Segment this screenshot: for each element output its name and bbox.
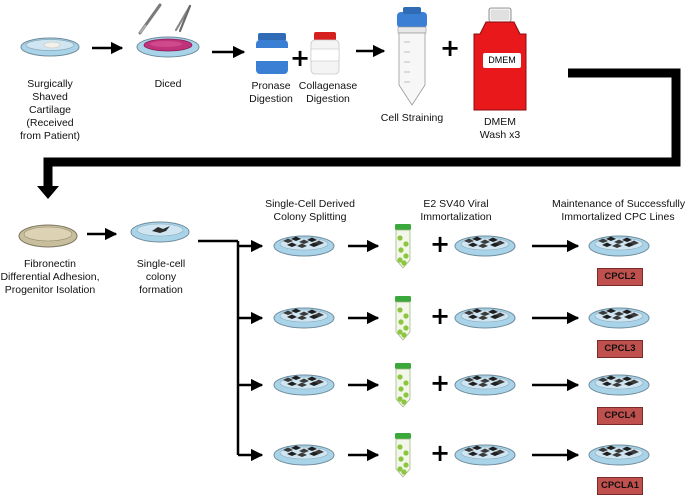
branch-lines <box>198 239 240 455</box>
fibronectin-dish-icon <box>18 224 78 248</box>
virus-tube-icon-2 <box>395 296 411 341</box>
scalpel-icon <box>138 3 162 35</box>
virus-tube-icon-1 <box>395 224 411 269</box>
dmem-bottle-label: DMEM <box>483 53 521 68</box>
collagenase-jar-icon <box>310 32 340 75</box>
immortalized-dish-1 <box>454 235 516 257</box>
split-colony-dish-2 <box>273 307 335 329</box>
single-cell-colony-dish-icon <box>130 221 190 243</box>
immortalized-dish-3 <box>454 374 516 396</box>
maintained-dish-1 <box>588 235 650 257</box>
split-colony-dish-4 <box>273 444 335 466</box>
connector-arrow <box>37 68 681 199</box>
diced-dish-icon <box>136 36 200 58</box>
plus-sign-top-1: + <box>290 44 311 72</box>
plus-sign-row-2: + <box>430 302 451 330</box>
cell-line-label-1: CPCL2 <box>597 268 643 286</box>
split-colony-dish-3 <box>273 374 335 396</box>
label-diced: Diced <box>154 78 182 90</box>
cell-strainer-tube-icon <box>397 7 427 106</box>
colony-rows <box>238 224 650 478</box>
pronase-jar-icon <box>256 33 288 74</box>
cell-line-label-2: CPCL3 <box>597 340 643 358</box>
plus-sign-row-1: + <box>430 230 451 258</box>
virus-tube-icon-3 <box>395 363 411 408</box>
virus-tube-icon-4 <box>395 433 411 478</box>
forceps-icon <box>174 4 192 33</box>
split-colony-dish-1 <box>273 235 335 257</box>
plus-sign-top-2: + <box>440 34 461 62</box>
plus-sign-row-3: + <box>430 369 451 397</box>
maintained-dish-4 <box>588 444 650 466</box>
immortalized-dish-4 <box>454 444 516 466</box>
plus-sign-row-4: + <box>430 439 451 467</box>
cartilage-dish-icon <box>20 37 80 57</box>
cell-line-label-4: CPCLA1 <box>597 477 643 495</box>
cell-line-label-3: CPCL4 <box>597 407 643 425</box>
maintained-dish-3 <box>588 374 650 396</box>
label-straining: Cell Straining <box>380 112 444 124</box>
maintained-dish-2 <box>588 307 650 329</box>
immortalized-dish-2 <box>454 307 516 329</box>
